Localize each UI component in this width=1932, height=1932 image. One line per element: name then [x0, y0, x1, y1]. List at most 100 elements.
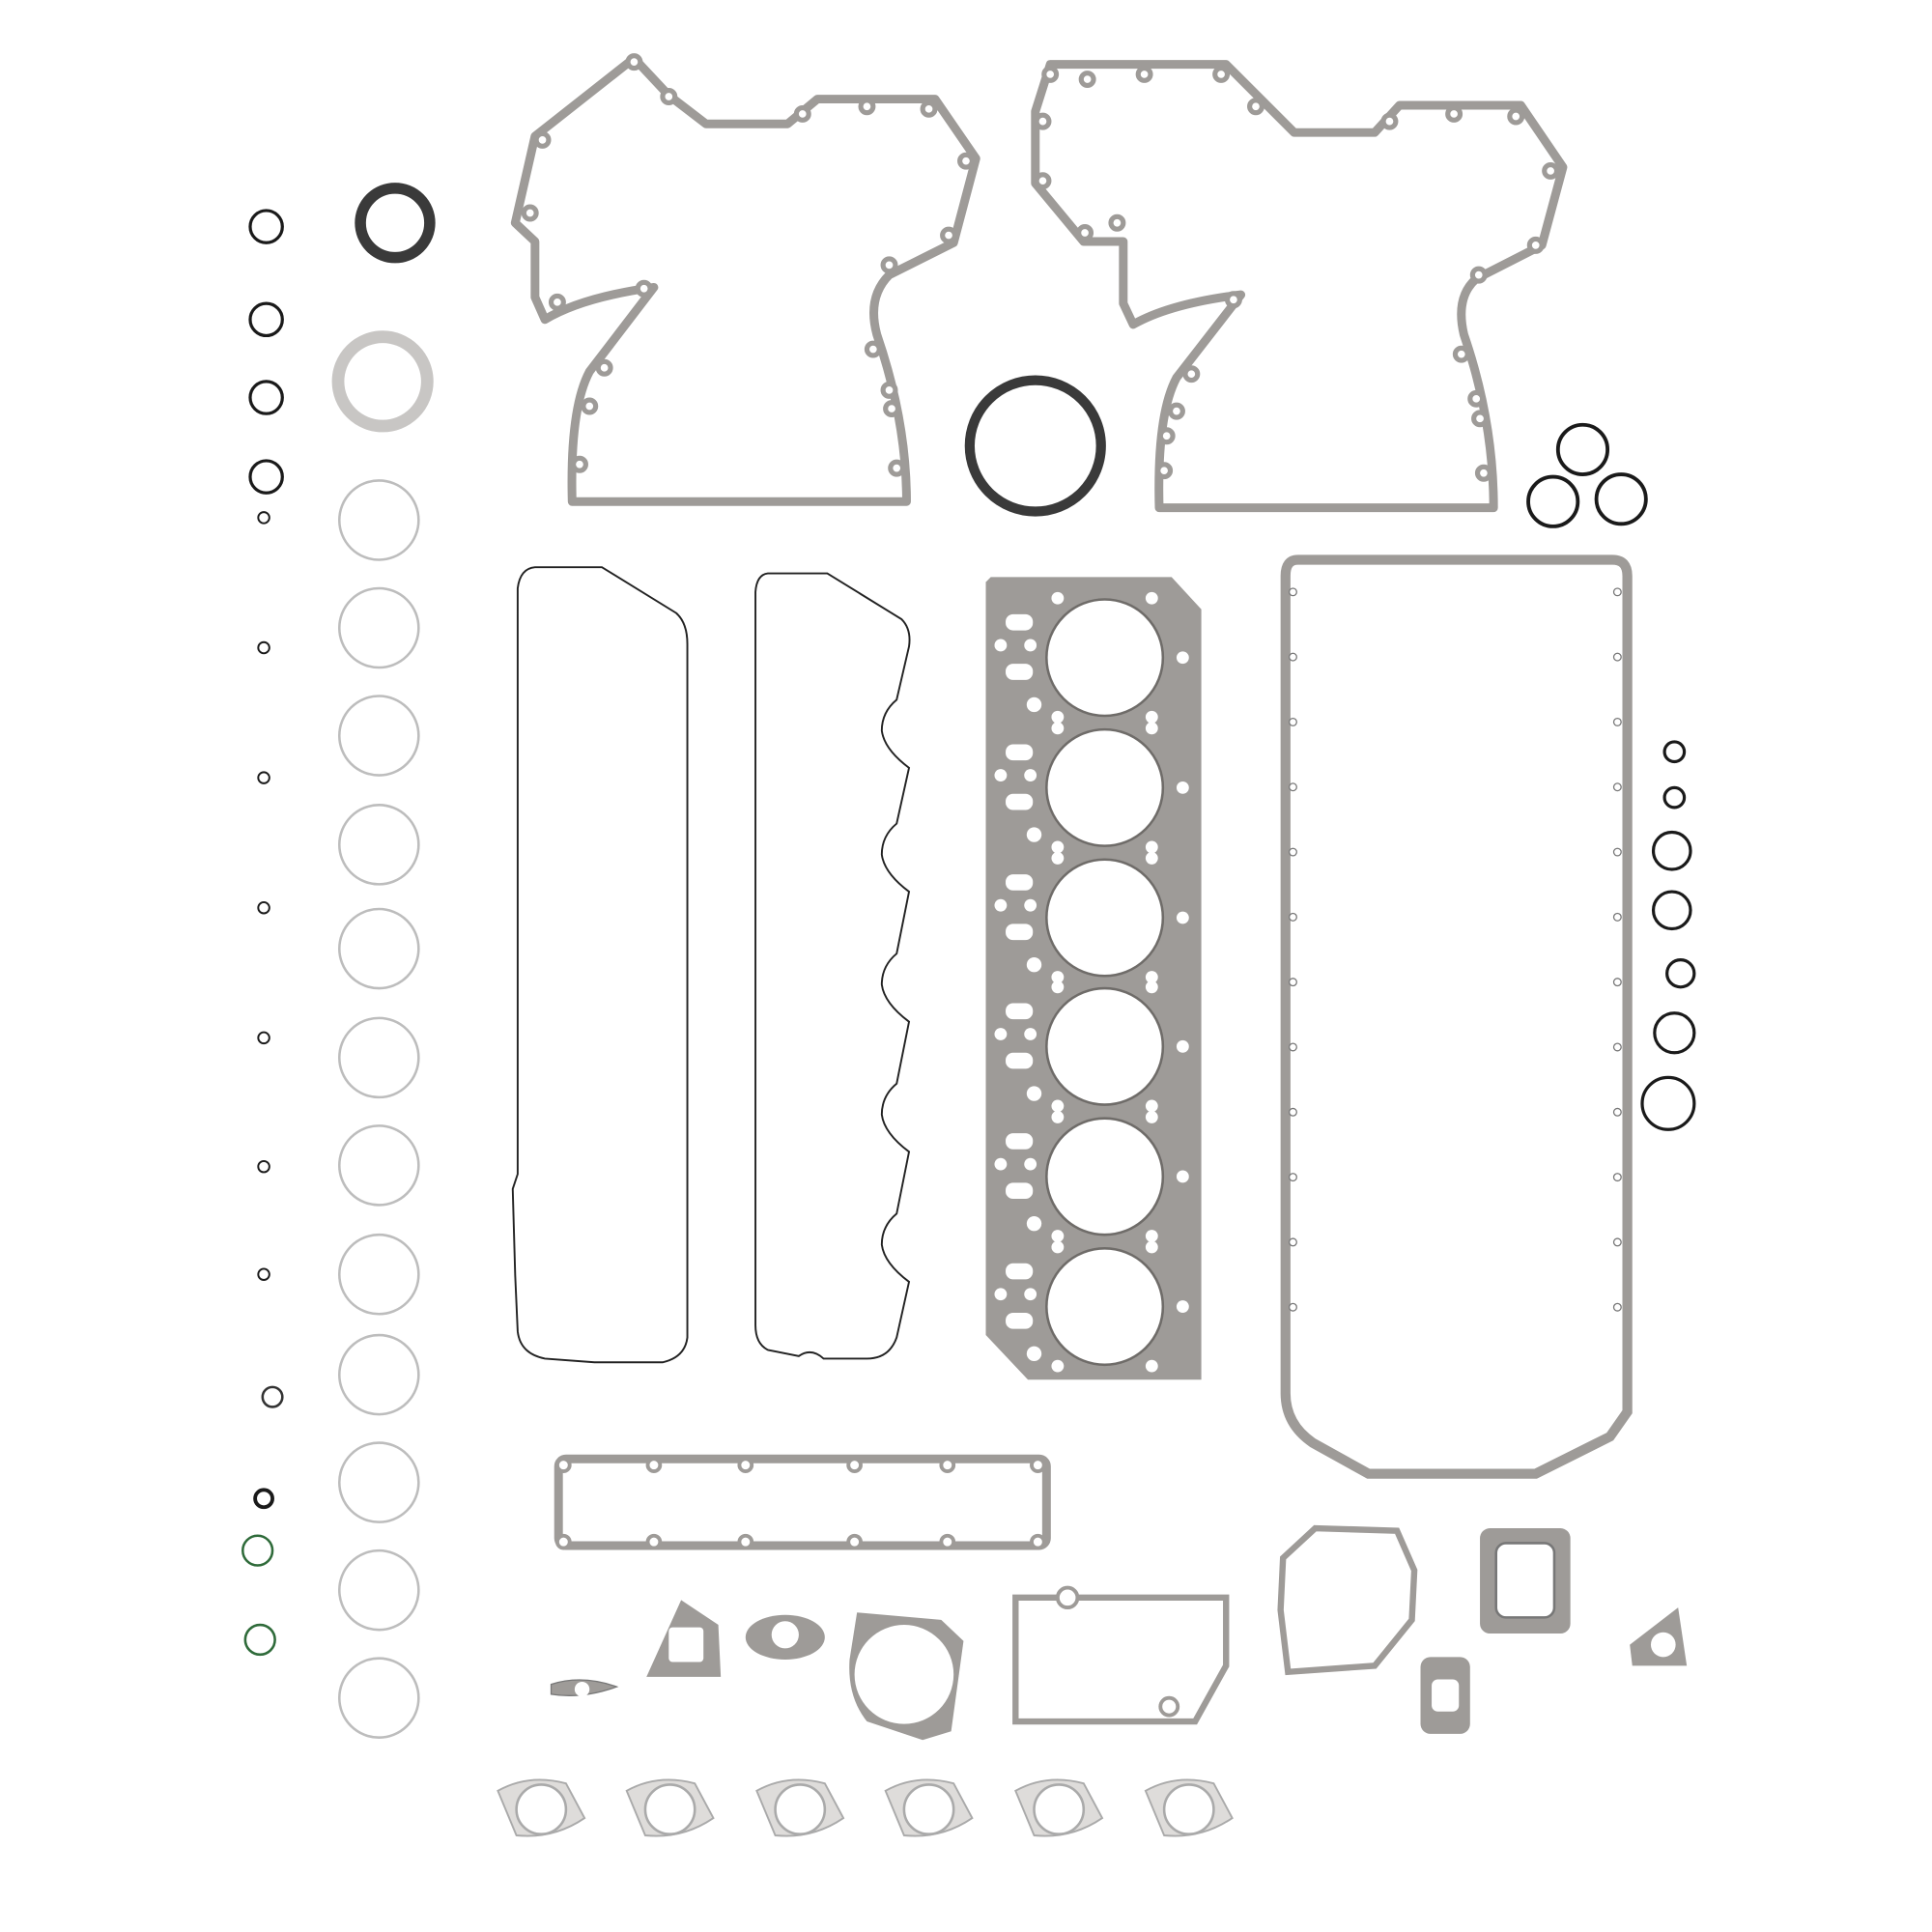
sealing-ring — [338, 695, 420, 777]
bolt-hole — [1288, 1237, 1297, 1247]
bolt-hole — [1034, 172, 1052, 190]
oil-hole — [1024, 1028, 1037, 1040]
cylinder-head-gasket — [985, 577, 1202, 1380]
head-bolt-hole — [1051, 1230, 1065, 1242]
bolt-hole — [1612, 587, 1622, 597]
gasket-opening — [668, 1627, 704, 1662]
crank-seal — [355, 183, 436, 264]
o-ring — [248, 209, 284, 244]
head-bolt-hole — [1145, 591, 1158, 605]
o-ring-small — [257, 1031, 270, 1045]
bolt-hole — [1612, 912, 1622, 922]
o-ring — [261, 1385, 284, 1408]
bolt-hole — [1078, 71, 1096, 89]
exhaust-port — [515, 1783, 568, 1836]
bolt-hole — [1030, 1533, 1046, 1550]
head-bolt-hole — [1051, 591, 1065, 605]
exhaust-port — [1033, 1783, 1086, 1836]
bolt-hole — [1612, 1173, 1622, 1182]
coolant-passage — [1006, 1182, 1034, 1200]
side-hole — [1176, 651, 1189, 665]
coolant-passage — [1006, 1133, 1034, 1150]
oil-hole — [994, 898, 1008, 912]
bolt-hole — [635, 279, 653, 298]
head-bolt-hole — [1145, 971, 1158, 983]
bolt-hole — [1612, 1107, 1622, 1117]
bolt-hole — [581, 397, 599, 415]
head-bolt-hole — [1051, 710, 1065, 724]
bolt-hole — [1612, 1237, 1622, 1247]
bolt-hole — [737, 1533, 754, 1550]
oil-hole — [994, 1288, 1008, 1301]
bolt-hole — [1507, 107, 1525, 126]
side-hole — [1176, 1170, 1189, 1183]
side-hole — [1176, 1039, 1189, 1053]
head-bolt-hole — [1145, 1111, 1158, 1123]
sealing-ring — [338, 1657, 420, 1740]
bolt-hole — [1034, 112, 1052, 130]
o-ring-green — [243, 1623, 276, 1657]
o-ring — [1665, 957, 1696, 989]
bearing-ring — [331, 330, 434, 433]
bolt-hole — [1612, 652, 1622, 662]
side-hole — [1176, 1300, 1189, 1313]
head-bolt-hole — [1145, 980, 1158, 994]
bolt-hole — [1288, 912, 1297, 922]
head-bolt-hole — [1051, 840, 1065, 854]
sealing-ring — [338, 1548, 420, 1632]
bolt-hole — [846, 1533, 863, 1550]
bolt-hole — [1076, 224, 1094, 242]
bolt-hole — [1542, 161, 1560, 180]
sealing-ring — [338, 804, 420, 886]
bolt-hole — [1380, 112, 1399, 130]
oil-hole — [1024, 1157, 1037, 1171]
bolt-hole — [1030, 1457, 1046, 1473]
sealing-ring — [338, 1233, 420, 1316]
bolt-hole — [1155, 462, 1174, 480]
bolt-hole — [521, 204, 539, 222]
bolt-hole — [939, 1533, 956, 1550]
oil-hole — [994, 769, 1008, 781]
o-ring-small — [257, 901, 270, 915]
side-hole — [1176, 911, 1189, 924]
coolant-passage — [1006, 1052, 1034, 1069]
bolt-hole — [1612, 847, 1622, 857]
head-bolt-hole — [1145, 710, 1158, 724]
head-bolt-hole — [1051, 980, 1065, 994]
o-ring — [1526, 474, 1580, 528]
cylinder-bore — [1045, 858, 1165, 978]
sealing-ring — [338, 907, 420, 990]
bolt-hole — [1612, 717, 1622, 726]
o-ring — [1555, 422, 1610, 476]
rear-main-seal — [964, 375, 1106, 517]
bolt-hole — [1182, 365, 1201, 384]
o-ring — [1651, 830, 1692, 871]
manifold-gasket — [554, 1454, 1051, 1550]
bolt-hole — [1612, 978, 1622, 987]
bolt-hole — [1445, 104, 1463, 123]
bolt-hole — [957, 152, 975, 170]
bolt-hole — [888, 459, 906, 477]
bolt-hole — [858, 98, 876, 116]
coolant-passage — [1006, 793, 1034, 810]
o-ring — [248, 459, 284, 495]
oil-hole — [1026, 827, 1042, 842]
bolt-hole — [1526, 236, 1545, 254]
timing-cover-gasket — [510, 53, 980, 506]
coolant-passage — [1006, 664, 1034, 680]
oil-hole — [994, 1157, 1008, 1171]
o-ring — [253, 1488, 274, 1510]
oil-hole — [1026, 1086, 1042, 1101]
bolt-hole — [920, 99, 938, 118]
bolt-hole — [1471, 410, 1490, 428]
head-bolt-hole — [1145, 1099, 1158, 1113]
exhaust-port — [774, 1783, 827, 1836]
head-bolt-hole — [1145, 840, 1158, 854]
oil-hole — [1024, 1288, 1037, 1301]
bolt-hole — [555, 1533, 572, 1550]
bolt-hole — [1452, 345, 1470, 363]
bolt-hole — [1288, 1042, 1297, 1052]
bolt-hole — [1467, 389, 1486, 408]
cylinder-bore — [1045, 598, 1165, 718]
bolt-hole — [883, 400, 901, 418]
